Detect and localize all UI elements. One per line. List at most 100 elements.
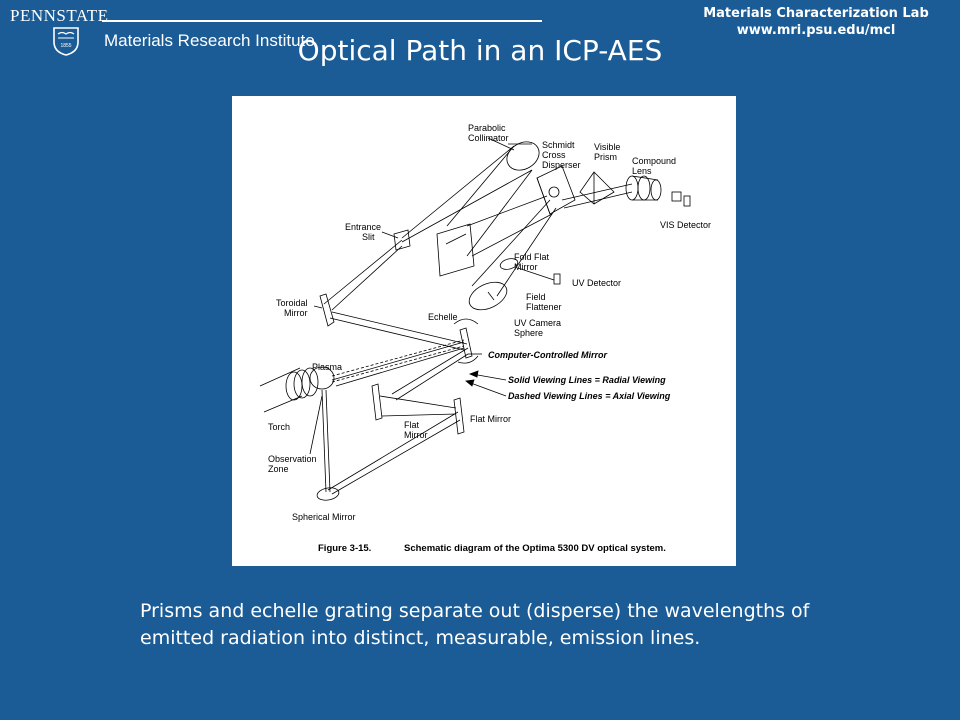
compound-lens	[637, 175, 651, 201]
label-schmidt: Schmidt	[542, 140, 575, 150]
shield-year: 1855	[60, 43, 71, 49]
legend-arrow-head	[468, 370, 479, 378]
pointer	[487, 137, 515, 151]
beam	[561, 183, 633, 201]
pointer	[381, 231, 399, 239]
beam	[325, 389, 331, 493]
beam	[381, 413, 457, 417]
torch	[259, 367, 303, 413]
rotation-arrow	[453, 318, 479, 325]
legend-arrow	[467, 381, 507, 397]
penn-state-mri-logo: PENNSTATE 1855 Materials Research Instit…	[6, 4, 546, 60]
fold-flat-mirror	[499, 258, 519, 270]
beam	[466, 169, 533, 257]
beam	[401, 169, 533, 243]
beam	[471, 199, 551, 287]
axial-line	[331, 345, 465, 383]
optical-diagram: Parabolic Collimator Schmidt Cross Dispe…	[232, 96, 736, 566]
lab-name: Materials Characterization Lab	[703, 6, 929, 21]
label-flat-mirror: Mirror	[404, 430, 428, 440]
label-fold-flat: Fold Flat	[514, 252, 550, 262]
beam	[446, 145, 515, 227]
lens-barrel	[631, 175, 659, 181]
label-visible: Visible	[594, 142, 620, 152]
label-dashed-lines: Dashed Viewing Lines = Axial Viewing	[508, 391, 671, 401]
beam	[379, 395, 457, 409]
beam	[563, 191, 633, 209]
label-cross: Cross	[542, 150, 566, 160]
beam	[466, 195, 548, 227]
beam	[331, 419, 461, 495]
torch-coil	[293, 369, 311, 399]
toroidal-mirror	[319, 293, 335, 327]
label-lens: Lens	[632, 166, 652, 176]
label-uv-detector: UV Detector	[572, 278, 621, 288]
label-vis-detector: VIS Detector	[660, 220, 711, 230]
spherical-mirror	[316, 487, 340, 501]
label-observation: Observation	[268, 454, 317, 464]
label-toroidal: Toroidal	[276, 298, 308, 308]
disperser-edge	[536, 177, 551, 215]
university-wordmark: PENNSTATE	[10, 6, 109, 25]
label-solid-lines: Solid Viewing Lines = Radial Viewing	[508, 375, 666, 385]
flattener	[487, 291, 495, 301]
label-entrance: Entrance	[345, 222, 381, 232]
label-uv-camera: UV Camera	[514, 318, 561, 328]
flat-mirror-a	[371, 383, 383, 421]
beam	[321, 389, 327, 493]
figure-number: Figure 3-15.	[318, 543, 371, 554]
uv-path	[517, 267, 555, 281]
plasma-flame	[309, 366, 335, 390]
beam	[335, 347, 465, 387]
slide-caption: Prisms and echelle grating separate out …	[140, 600, 810, 649]
label-zone: Zone	[268, 464, 289, 474]
beam	[327, 411, 459, 491]
compound-lens	[625, 175, 639, 201]
beam	[331, 311, 468, 345]
label-echelle: Echelle	[428, 312, 458, 322]
vis-detector	[671, 191, 682, 202]
beam	[323, 239, 403, 305]
beam	[391, 347, 469, 395]
label-fold-mirror: Mirror	[514, 262, 538, 272]
rotation-arrow	[457, 355, 479, 364]
axial-line	[331, 339, 465, 377]
beam	[401, 145, 515, 239]
compound-lens	[650, 179, 662, 201]
shield-icon: 1855	[53, 27, 79, 56]
label-spherical: Spherical Mirror	[292, 512, 356, 522]
echelle-grating	[436, 223, 475, 277]
label-field: Field	[526, 292, 546, 302]
label-disperser: Disperser	[542, 160, 581, 170]
label-collimator: Collimator	[468, 133, 509, 143]
disperser-center	[548, 186, 560, 198]
label-sphere: Sphere	[514, 328, 543, 338]
torch-coil	[301, 367, 319, 397]
flat-mirror-b	[453, 397, 465, 435]
visible-prism	[579, 171, 615, 205]
uv-camera-sphere	[468, 281, 508, 311]
label-toroidal-mirror: Mirror	[284, 308, 308, 318]
label-parabolic: Parabolic	[468, 123, 506, 133]
beam	[331, 245, 403, 311]
parabolic-collimator	[506, 141, 540, 171]
echelle-edge	[445, 233, 467, 245]
beam	[331, 341, 465, 381]
label-flattener: Flattener	[526, 302, 562, 312]
uv-detector	[553, 273, 561, 285]
pointer	[313, 305, 323, 309]
logo-rule	[102, 20, 542, 22]
label-torch: Torch	[268, 422, 290, 432]
vis-detector	[683, 195, 691, 207]
label-prism: Prism	[594, 152, 617, 162]
entrance-slit	[393, 229, 411, 251]
lab-block: Materials Characterization Lab www.mri.p…	[686, 5, 946, 39]
label-compound: Compound	[632, 156, 676, 166]
label-flat: Flat	[404, 420, 420, 430]
pointer	[309, 395, 323, 455]
beam	[471, 213, 553, 257]
beam	[496, 207, 557, 297]
computer-mirror	[459, 327, 473, 359]
legend-arrow-head	[465, 379, 475, 387]
slide-title: Optical Path in an ICP-AES	[297, 34, 663, 67]
